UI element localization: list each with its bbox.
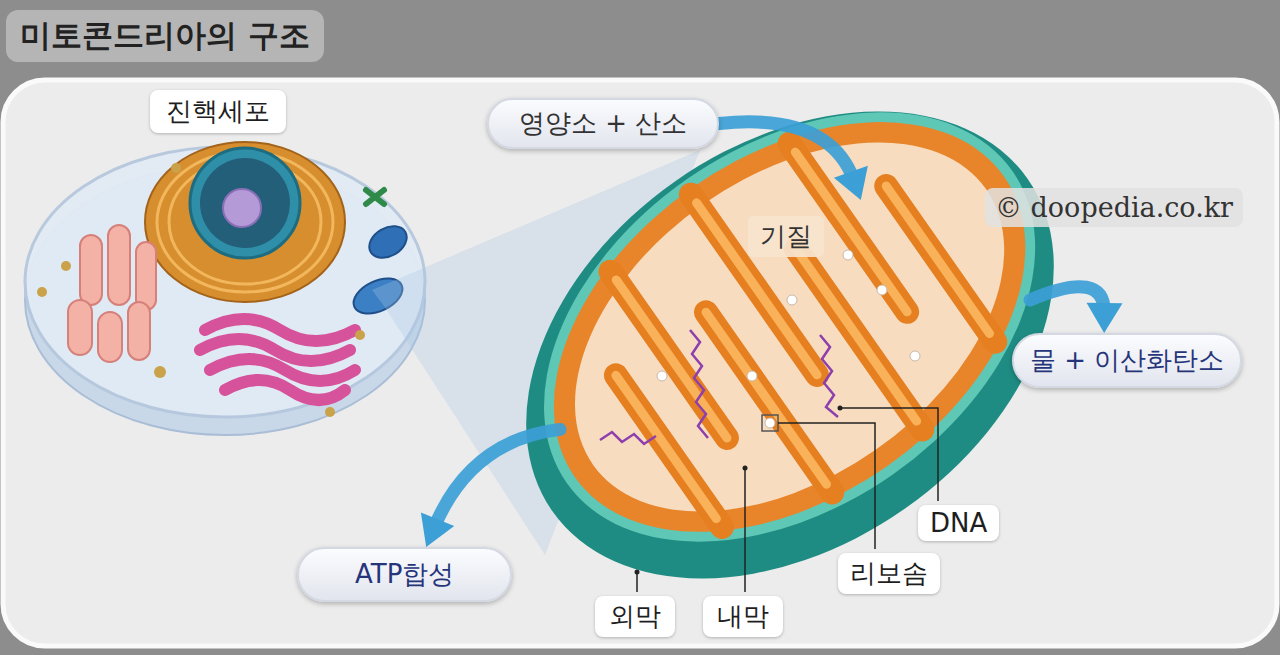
cell-organelle — [68, 225, 156, 362]
node-text: 외막 — [609, 599, 661, 634]
leader-line — [636, 572, 638, 592]
vesicle — [325, 407, 335, 417]
ribosomes — [657, 250, 920, 428]
outer-membrane — [464, 24, 1116, 631]
centrosome — [366, 190, 384, 204]
arrow-shaft — [719, 122, 854, 181]
dna-strand — [820, 335, 838, 417]
leader-line — [840, 408, 938, 501]
leader-line — [744, 468, 746, 592]
vesicle — [171, 163, 181, 173]
dna-strand — [690, 330, 708, 438]
part-label: 리보솜 — [838, 553, 940, 594]
nucleus — [190, 148, 300, 258]
crista-line — [796, 249, 916, 421]
part-label: 외막 — [595, 596, 675, 637]
output-pill: ATP합성 — [297, 547, 512, 602]
crista-line — [616, 280, 727, 438]
golgi-band — [210, 359, 355, 381]
tube — [80, 235, 102, 305]
arrow-head — [834, 166, 868, 200]
flow-arrow — [1030, 287, 1123, 333]
ribosome — [910, 351, 920, 361]
vesicle — [355, 330, 365, 340]
ribosome-marker — [762, 415, 778, 431]
small-mitochondrion — [364, 220, 413, 264]
cell-illustration — [25, 142, 425, 435]
crista-line — [706, 312, 826, 484]
label-box: 진핵세포 — [150, 90, 286, 133]
golgi-band — [200, 339, 350, 361]
node-text: 물 + 이산화탄소 — [1030, 343, 1224, 378]
part-label: DNA — [918, 505, 999, 541]
nucleolus — [223, 189, 261, 227]
crista — [610, 272, 726, 438]
ribosome — [657, 371, 667, 381]
crista — [796, 249, 922, 429]
golgi-band — [225, 380, 345, 400]
ribosome — [843, 250, 853, 260]
leader-dot — [635, 570, 640, 575]
nucleus-inner — [200, 158, 290, 248]
node-text: 영양소 + 산소 — [519, 106, 687, 141]
tube — [136, 242, 156, 310]
arrow-head — [1087, 303, 1123, 333]
arrow-head — [421, 512, 454, 547]
input-pill: 영양소 + 산소 — [487, 98, 719, 149]
node-text: ATP합성 — [355, 557, 454, 592]
vesicle — [154, 366, 166, 378]
crista-group — [556, 100, 1013, 556]
er-fold — [157, 152, 333, 292]
tube — [128, 302, 150, 360]
ribosome — [765, 418, 775, 428]
tube — [108, 225, 130, 305]
tube — [98, 312, 122, 362]
node-text: 기질 — [748, 216, 824, 257]
flow-arrow — [421, 429, 560, 547]
diagram-title: 미토콘드리아의 구조 — [6, 10, 324, 62]
watermark: © doopedia.co.kr — [985, 188, 1243, 227]
endoplasmic-reticulum — [145, 142, 345, 302]
crista — [706, 312, 832, 492]
leader-line — [778, 423, 875, 549]
leader-lines — [637, 408, 938, 592]
vesicle — [37, 287, 47, 297]
cell-membrane — [25, 147, 425, 417]
arrow-shaft — [434, 429, 560, 528]
output-pill: 물 + 이산화탄소 — [1012, 333, 1242, 388]
tube — [68, 300, 92, 355]
crista-highlight — [561, 108, 1006, 547]
leader-dot — [743, 466, 748, 471]
flow-arrow — [719, 122, 868, 200]
node-text: 리보솜 — [850, 556, 928, 591]
leader-dot — [838, 406, 843, 411]
ribosome — [747, 371, 757, 381]
ribosome — [877, 285, 887, 295]
cristae — [556, 100, 1013, 556]
ribosome — [787, 295, 797, 305]
inner-membrane — [477, 37, 1101, 616]
node-text: 내막 — [717, 599, 769, 634]
golgi — [200, 319, 355, 400]
vesicles — [37, 163, 365, 417]
dna-strand — [600, 432, 656, 444]
dna-strands — [600, 330, 838, 444]
vesicle — [61, 261, 71, 271]
part-label: 내막 — [703, 596, 783, 637]
node-text: DNA — [930, 508, 987, 538]
node-text: 진핵세포 — [166, 94, 270, 129]
